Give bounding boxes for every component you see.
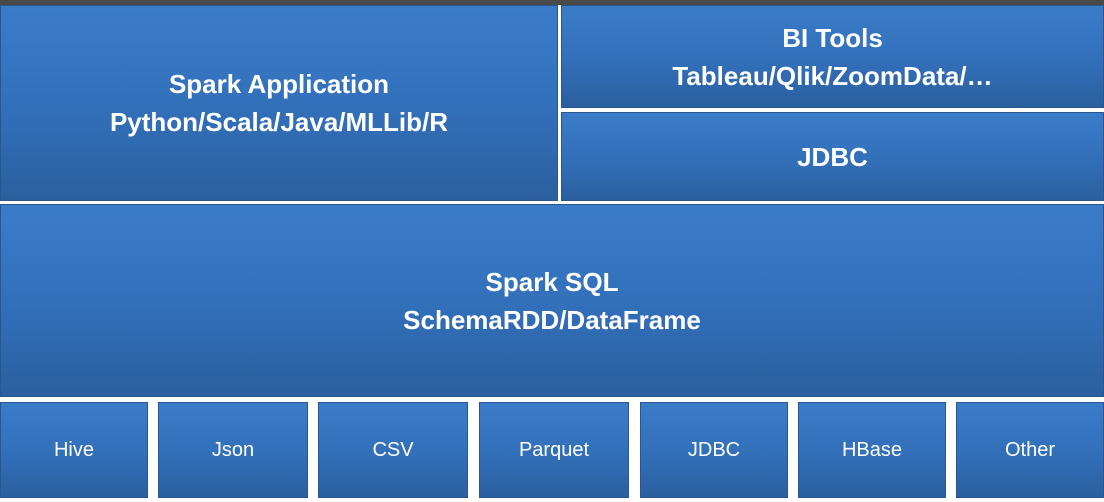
spark-application-languages: Python/Scala/Java/MLLib/R (109, 107, 449, 137)
data-source-csv: CSV (318, 402, 468, 498)
spark-sql-subtitle: SchemaRDD/DataFrame (403, 304, 701, 335)
data-source-label: Json (211, 438, 255, 461)
data-source-label: Parquet (518, 438, 590, 461)
spark-application-title: Spark Application (168, 69, 390, 99)
data-source-other: Other (956, 402, 1104, 498)
data-source-hbase: HBase (798, 402, 946, 498)
spark-sql-title: Spark SQL (485, 266, 619, 297)
bi-tools-title: BI Tools (782, 22, 883, 53)
data-source-label: JDBC (687, 438, 741, 461)
spark-sql-block: Spark SQL SchemaRDD/DataFrame (0, 204, 1104, 397)
jdbc-block: JDBC (561, 112, 1104, 201)
data-source-label: Hive (53, 438, 94, 461)
jdbc-title: JDBC (797, 141, 868, 172)
data-source-label: CSV (372, 438, 414, 461)
data-source-hive: Hive (0, 402, 148, 498)
data-source-label: Other (1004, 438, 1056, 461)
data-source-label: HBase (841, 438, 903, 461)
bi-tools-block: BI Tools Tableau/Qlik/ZoomData/… (561, 5, 1104, 108)
data-source-parquet: Parquet (479, 402, 629, 498)
bi-tools-products: Tableau/Qlik/ZoomData/… (672, 60, 993, 91)
data-source-json: Json (158, 402, 308, 498)
data-source-jdbc: JDBC (640, 402, 788, 498)
top-border (0, 0, 1104, 5)
spark-application-block: Spark Application Python/Scala/Java/MLLi… (0, 5, 558, 201)
